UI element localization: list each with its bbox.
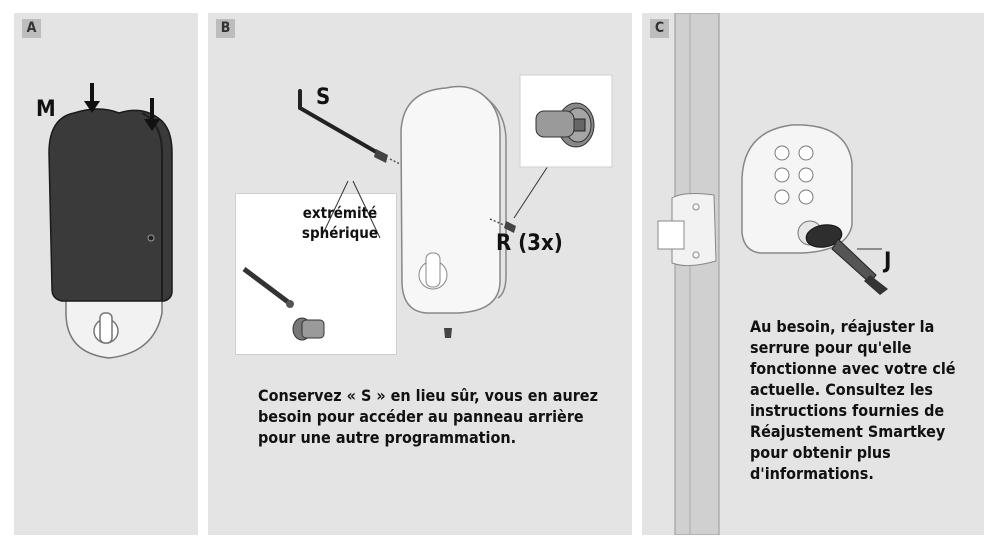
keypad-button bbox=[774, 167, 790, 183]
callout-j: J bbox=[884, 249, 892, 274]
leader-r bbox=[513, 162, 551, 219]
leader-s2 bbox=[352, 180, 381, 239]
screw-detail-shank bbox=[535, 110, 575, 138]
cover-edge bbox=[141, 112, 163, 301]
keypad-button bbox=[774, 189, 790, 205]
key-bow bbox=[805, 224, 843, 248]
thumbturn bbox=[99, 312, 113, 344]
inset-label-line-1: extrémité bbox=[302, 204, 378, 222]
screw-bottom bbox=[444, 328, 452, 338]
keypad-button bbox=[798, 167, 814, 183]
lock-cover-illustration bbox=[48, 83, 173, 359]
dotted-r bbox=[489, 218, 505, 226]
panel-b: B S R (3x) bbox=[208, 13, 632, 535]
leader-s bbox=[320, 180, 349, 239]
keypad-button bbox=[798, 189, 814, 205]
callout-r: R (3x) bbox=[496, 231, 563, 256]
ball-end bbox=[286, 300, 294, 308]
arrow-down-left bbox=[84, 83, 100, 113]
rear-thumbturn bbox=[425, 252, 441, 288]
dark-cover bbox=[48, 108, 173, 302]
inset-label: extrémité sphérique bbox=[290, 203, 390, 243]
dotted-s bbox=[389, 158, 403, 166]
screw-shank bbox=[301, 319, 325, 339]
caption-c: Au besoin, réajuster la serrure pour qu'… bbox=[750, 317, 956, 483]
latch-bolt bbox=[657, 220, 685, 250]
strike-screw-top bbox=[692, 203, 700, 211]
rekey-illustration bbox=[657, 13, 888, 535]
rear-panel-illustration bbox=[298, 74, 613, 338]
panel-a-label: A bbox=[22, 19, 41, 38]
rear-panel-body bbox=[400, 85, 501, 314]
detail-inset bbox=[235, 193, 397, 355]
door-edge bbox=[674, 13, 720, 535]
panel-b-label: B bbox=[216, 19, 235, 38]
rear-panel-side bbox=[485, 97, 507, 299]
panel-a: A M bbox=[14, 13, 198, 535]
inset-illustration bbox=[242, 267, 325, 341]
callout-s: S bbox=[316, 85, 331, 110]
keypad-lock-body bbox=[741, 124, 853, 254]
caption-b: Conservez « S » en lieu sûr, vous en aur… bbox=[258, 386, 598, 447]
keypad-button bbox=[798, 145, 814, 161]
strike-screw-bottom bbox=[692, 251, 700, 259]
panel-c: C J Au besoin, réajuster la serrure pour… bbox=[642, 13, 984, 535]
screw-right bbox=[504, 221, 516, 233]
inset-label-line-2: sphérique bbox=[301, 224, 379, 242]
hex-key-shaft bbox=[242, 267, 290, 304]
arrow-down-right bbox=[144, 98, 160, 131]
keypad-button bbox=[774, 145, 790, 161]
screw-top bbox=[374, 149, 388, 163]
cover-screw bbox=[147, 234, 155, 242]
key-blade-tip bbox=[864, 275, 888, 295]
callout-m: M bbox=[36, 97, 56, 122]
panel-c-label: C bbox=[650, 19, 669, 38]
hex-key-s bbox=[298, 89, 380, 155]
